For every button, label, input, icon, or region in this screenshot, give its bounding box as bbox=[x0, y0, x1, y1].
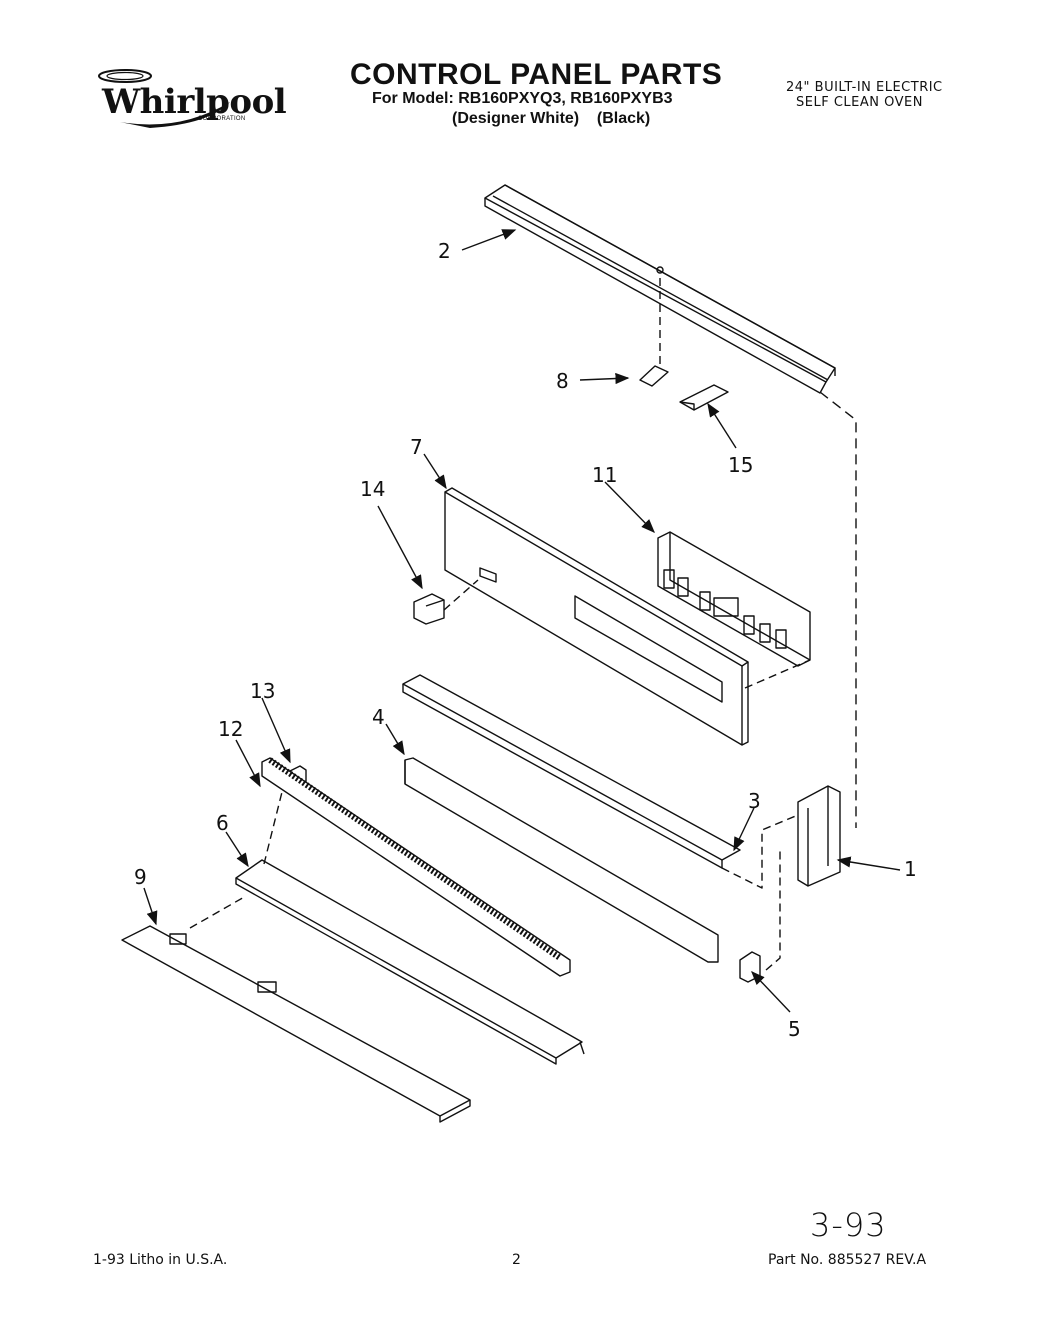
part-label-15: 15 bbox=[728, 453, 753, 477]
part-6-lower-vent bbox=[235, 859, 585, 1065]
logo-swirl-icon bbox=[98, 69, 230, 128]
part-14-clip bbox=[413, 593, 445, 625]
page-title: CONTROL PANEL PARTS bbox=[350, 58, 723, 91]
part-number-revision: Part No. 885527 REV.A bbox=[768, 1252, 927, 1268]
product-description-line1: 24" BUILT-IN ELECTRIC bbox=[786, 80, 943, 95]
part-label-5: 5 bbox=[788, 1017, 801, 1041]
handwritten-date-stamp: 3-93 bbox=[810, 1206, 887, 1244]
part-8-bracket bbox=[639, 365, 669, 387]
part-label-8: 8 bbox=[556, 369, 569, 393]
part-label-1: 1 bbox=[904, 857, 917, 881]
whirlpool-logo: Whirlpool CORPORATION bbox=[80, 62, 287, 132]
part-15-bracket bbox=[679, 384, 729, 411]
part-1-side-bracket bbox=[797, 785, 841, 887]
page-number: 2 bbox=[512, 1252, 521, 1268]
part-label-4: 4 bbox=[372, 705, 385, 729]
brand-name: Whirlpool bbox=[102, 82, 287, 122]
part-label-9: 9 bbox=[134, 865, 147, 889]
brand-sub: CORPORATION bbox=[198, 116, 246, 122]
part-label-14: 14 bbox=[360, 477, 385, 501]
part-4-trim-strip bbox=[404, 757, 719, 963]
part-label-13: 13 bbox=[250, 679, 275, 703]
part-label-12: 12 bbox=[218, 717, 243, 741]
part-label-11: 11 bbox=[592, 463, 617, 487]
part-7-control-panel bbox=[444, 487, 749, 746]
part-label-7: 7 bbox=[410, 435, 423, 459]
part-label-2: 2 bbox=[438, 239, 451, 263]
part-9-bottom-plate bbox=[121, 925, 471, 1123]
product-description-line2: SELF CLEAN OVEN bbox=[796, 95, 923, 110]
part-label-3: 3 bbox=[748, 789, 761, 813]
part-label-6: 6 bbox=[216, 811, 229, 835]
part-12-vent-grille bbox=[261, 757, 571, 977]
color-variants: (Designer White) (Black) bbox=[452, 110, 651, 127]
footer-print-info: 1-93 Litho in U.S.A. bbox=[93, 1252, 228, 1268]
model-line: For Model: RB160PXYQ3, RB160PXYB3 bbox=[372, 90, 673, 107]
